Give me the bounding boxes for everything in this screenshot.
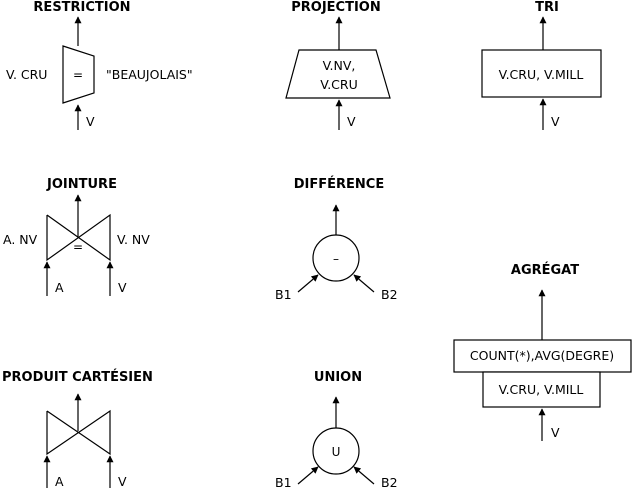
difference-operator: DIFFÉRENCE – B1 B2: [275, 176, 398, 302]
restriction-title: RESTRICTION: [33, 0, 130, 15]
projection-operator: PROJECTION V.NV, V.CRU V: [285, 0, 391, 130]
produit-title: PRODUIT CARTÉSIEN: [2, 369, 153, 385]
difference-left-input-label: B1: [275, 287, 292, 302]
difference-left-input-arrow: [297, 274, 319, 293]
union-operator: UNION U B1 B2: [275, 370, 398, 490]
restriction-operator-symbol: =: [73, 68, 83, 82]
tri-box: [481, 49, 602, 98]
difference-circle: [312, 234, 360, 282]
union-left-input-label: B1: [275, 475, 292, 490]
projection-input-label: V: [347, 114, 356, 129]
agregat-input-label: V: [551, 425, 560, 440]
difference-operator-symbol: –: [333, 252, 339, 266]
restriction-trapezoid: [62, 45, 95, 104]
jointure-bowtie: [46, 213, 111, 262]
union-right-input-arrow: [353, 466, 375, 485]
jointure-operator-symbol: =: [73, 240, 83, 254]
jointure-left-input-label: A: [55, 280, 64, 295]
projection-title: PROJECTION: [291, 0, 380, 15]
projection-attr-line1: V.NV,: [323, 58, 356, 73]
agregat-operator: AGRÉGAT COUNT(*),AVG(DEGRE) V.CRU, V.MIL…: [453, 262, 632, 441]
union-right-input-label: B2: [381, 475, 398, 490]
union-title: UNION: [314, 370, 362, 385]
restriction-operator: RESTRICTION = V. CRU "BEAUJOLAIS" V: [6, 0, 193, 130]
jointure-right-attr: V. NV: [117, 232, 150, 247]
produit-left-input-label: A: [55, 474, 64, 489]
tri-attrs: V.CRU, V.MILL: [499, 67, 584, 82]
tri-input-label: V: [551, 114, 560, 129]
difference-title: DIFFÉRENCE: [294, 176, 384, 192]
union-circle: [312, 427, 360, 475]
difference-right-input-arrow: [353, 274, 375, 293]
produit-operator: PRODUIT CARTÉSIEN A V: [2, 369, 153, 489]
jointure-title: JOINTURE: [46, 177, 117, 192]
agregat-groupby: V.CRU, V.MILL: [499, 382, 584, 397]
restriction-right-value: "BEAUJOLAIS": [106, 67, 193, 82]
restriction-left-attr: V. CRU: [6, 67, 47, 82]
jointure-left-attr: A. NV: [3, 232, 38, 247]
agregat-groupby-box: [482, 371, 601, 408]
tri-title: TRI: [535, 0, 559, 15]
jointure-right-input-label: V: [118, 280, 127, 295]
agregat-title: AGRÉGAT: [511, 262, 579, 278]
tri-operator: TRI V.CRU, V.MILL V: [481, 0, 602, 130]
agregat-functions: COUNT(*),AVG(DEGRE): [470, 348, 614, 363]
difference-right-input-label: B2: [381, 287, 398, 302]
jointure-operator: JOINTURE = A. NV V. NV A V: [3, 177, 150, 296]
restriction-input-label: V: [86, 114, 95, 129]
union-operator-symbol: U: [332, 445, 341, 459]
union-left-input-arrow: [297, 466, 319, 485]
produit-bowtie: [46, 409, 111, 456]
produit-right-input-label: V: [118, 474, 127, 489]
projection-attr-line2: V.CRU: [320, 77, 357, 92]
projection-trapezoid: [285, 49, 391, 99]
